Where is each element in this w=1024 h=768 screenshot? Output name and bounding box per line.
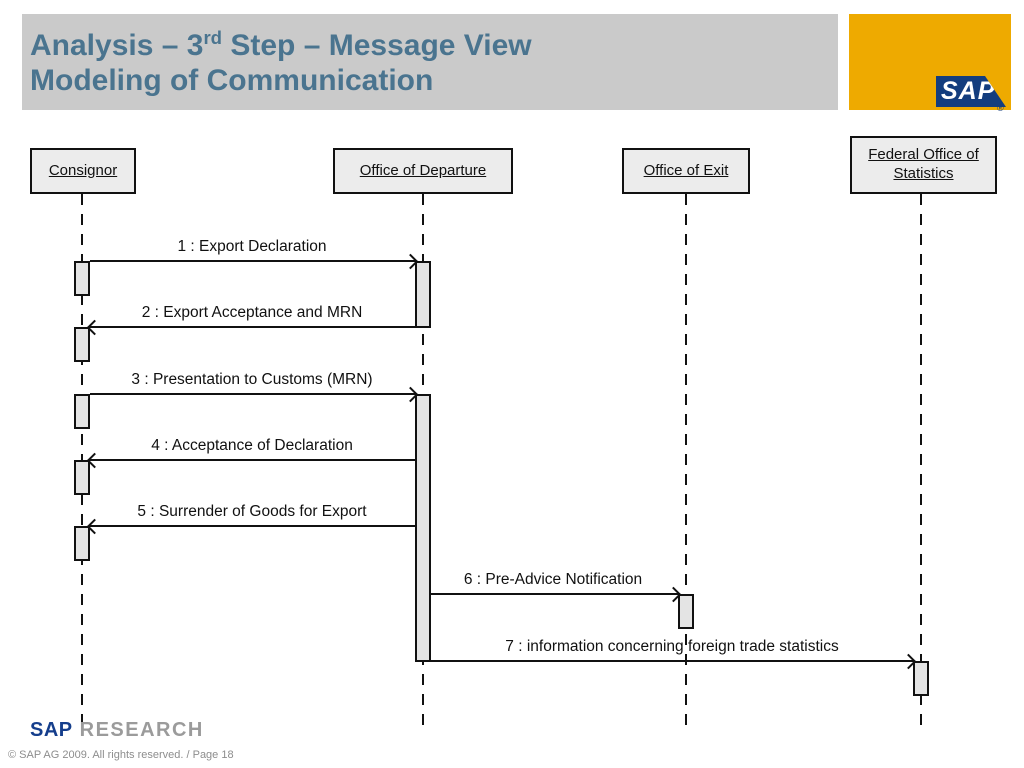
message-1-label: 1 : Export Declaration (177, 238, 327, 255)
title-line2: Modeling of Communication (30, 64, 434, 97)
actor-federal-office-of-statistics: Federal Office of Statistics (850, 136, 997, 194)
actor-office-of-departure-label: Office of Departure (359, 161, 487, 179)
lifeline-office-of-exit (685, 194, 687, 730)
actor-office-of-departure: Office of Departure (333, 148, 513, 194)
title-line1-post: Step – Message View (222, 29, 532, 62)
page-title: Analysis – 3rd Step – Message View Model… (30, 20, 532, 98)
title-bar: Analysis – 3rd Step – Message View Model… (22, 14, 838, 110)
message-2-arrow (86, 319, 415, 336)
message-7-arrow (431, 653, 917, 670)
message-2-label: 2 : Export Acceptance and MRN (141, 304, 363, 321)
message-6-arrow (431, 586, 682, 603)
sap-research-logo-sap: SAP (30, 719, 73, 741)
message-6-label: 6 : Pre-Advice Notification (463, 571, 643, 588)
title-line1-sup: rd (203, 27, 223, 48)
registered-trademark-icon: ® (997, 103, 1004, 113)
actor-office-of-exit-label: Office of Exit (643, 161, 729, 179)
actor-federal-office-of-statistics-label: Federal Office of Statistics (868, 146, 979, 182)
activation-departure-2 (415, 394, 431, 662)
copyright-text: © SAP AG 2009. All rights reserved. / Pa… (8, 749, 234, 761)
lifeline-federal-office-of-statistics (920, 194, 922, 730)
activation-consignor-5 (74, 526, 90, 561)
sap-research-logo: SAP RESEARCH (30, 719, 204, 742)
message-3-label: 3 : Presentation to Customs (MRN) (131, 371, 373, 388)
title-line1-pre: Analysis – 3 (30, 29, 204, 62)
activation-consignor-3 (74, 394, 90, 429)
sap-logo-icon: SAP (936, 76, 1006, 107)
actor-office-of-exit: Office of Exit (622, 148, 750, 194)
activation-consignor-4 (74, 460, 90, 495)
activation-consignor-2 (74, 327, 90, 362)
activation-exit-1 (678, 594, 694, 629)
message-4-label: 4 : Acceptance of Declaration (151, 437, 353, 454)
activation-departure-1 (415, 261, 431, 328)
activation-consignor-1 (74, 261, 90, 296)
message-1-arrow (90, 253, 419, 270)
message-5-arrow (86, 518, 415, 535)
actor-consignor: Consignor (30, 148, 136, 194)
actor-consignor-label: Consignor (48, 161, 118, 179)
message-3-arrow (90, 386, 419, 403)
activation-statistics-1 (913, 661, 929, 696)
sap-research-logo-research: RESEARCH (79, 719, 204, 741)
message-7-label: 7 : information concerning foreign trade… (505, 638, 839, 655)
message-4-arrow (86, 452, 415, 469)
sap-brand-panel: SAP ® (849, 14, 1011, 113)
message-5-label: 5 : Surrender of Goods for Export (137, 503, 367, 520)
